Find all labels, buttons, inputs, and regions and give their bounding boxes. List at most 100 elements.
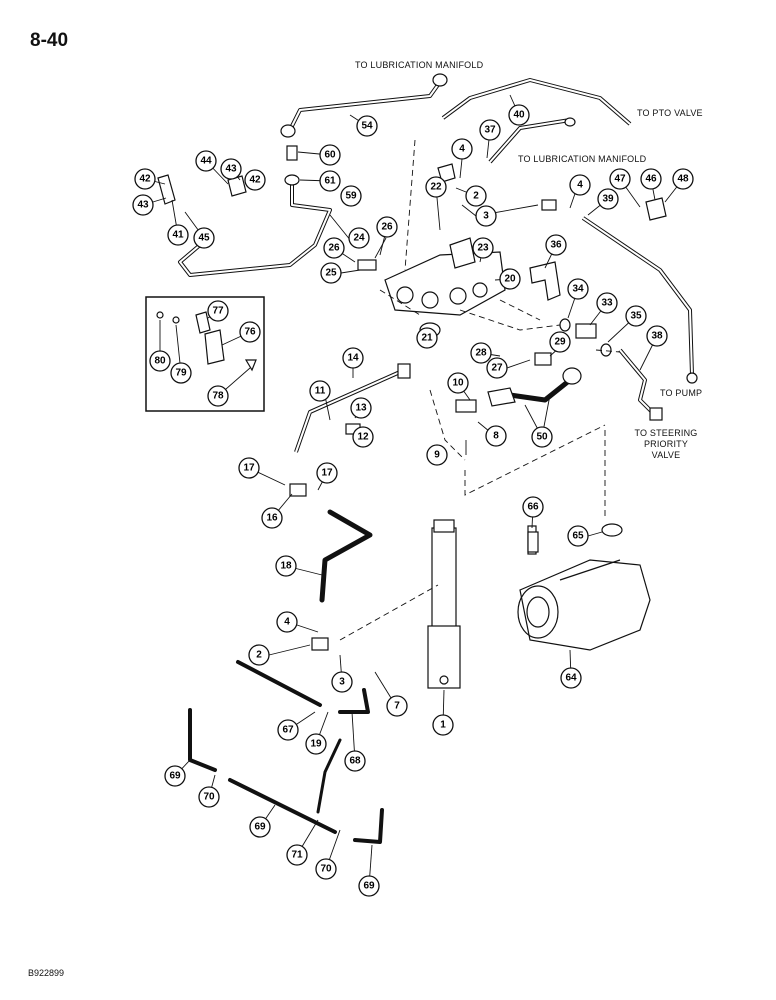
callout-46: 46 <box>640 168 662 190</box>
callout-54: 54 <box>356 115 378 137</box>
svg-text:36: 36 <box>550 240 562 251</box>
callout-42: 42 <box>134 168 156 190</box>
svg-text:3: 3 <box>483 211 489 222</box>
svg-text:9: 9 <box>434 450 440 461</box>
svg-text:44: 44 <box>200 156 212 167</box>
svg-text:29: 29 <box>554 337 566 348</box>
svg-text:10: 10 <box>452 378 464 389</box>
callout-48: 48 <box>672 168 694 190</box>
svg-text:19: 19 <box>310 739 322 750</box>
svg-text:11: 11 <box>315 386 326 397</box>
svg-text:41: 41 <box>172 230 184 241</box>
callout-2: 2 <box>465 185 487 207</box>
callout-65: 65 <box>567 525 589 547</box>
callout-34: 34 <box>567 278 589 300</box>
svg-text:26: 26 <box>381 222 393 233</box>
svg-text:69: 69 <box>169 771 181 782</box>
svg-text:12: 12 <box>357 432 369 443</box>
callout-69: 69 <box>164 765 186 787</box>
callout-68: 68 <box>344 750 366 772</box>
line-67 <box>236 660 322 707</box>
callout-39: 39 <box>597 188 619 210</box>
callout-47: 47 <box>609 168 631 190</box>
tube-39 <box>581 216 698 384</box>
callout-43: 43 <box>220 158 242 180</box>
callout-12: 12 <box>352 426 374 448</box>
svg-text:78: 78 <box>212 391 224 402</box>
svg-text:2: 2 <box>473 191 479 202</box>
label-to-pto-valve: TO PTO VALVE <box>637 108 703 118</box>
callout-33: 33 <box>596 292 618 314</box>
callout-60: 60 <box>319 144 341 166</box>
callout-38: 38 <box>646 325 668 347</box>
label-to-steering-priority-valve: TO STEERING PRIORITY VALVE <box>634 428 698 460</box>
svg-text:35: 35 <box>630 311 642 322</box>
svg-text:18: 18 <box>280 561 292 572</box>
svg-text:43: 43 <box>137 200 149 211</box>
callout-3: 3 <box>475 205 497 227</box>
callout-18: 18 <box>275 555 297 577</box>
svg-text:76: 76 <box>244 327 256 338</box>
svg-text:59: 59 <box>345 191 357 202</box>
tube-37 <box>488 117 576 164</box>
svg-text:69: 69 <box>363 881 375 892</box>
svg-text:69: 69 <box>254 822 266 833</box>
page-number: 8-40 <box>30 30 69 51</box>
leader-lines <box>142 94 684 887</box>
callout-23: 23 <box>472 237 494 259</box>
guide-lines <box>339 139 621 641</box>
svg-text:13: 13 <box>355 403 367 414</box>
svg-text:42: 42 <box>139 174 151 185</box>
svg-text:16: 16 <box>266 513 278 524</box>
callout-69: 69 <box>358 875 380 897</box>
svg-text:68: 68 <box>349 756 361 767</box>
callout-17: 17 <box>238 457 260 479</box>
callout-11: 11 <box>309 380 331 402</box>
callout-17: 17 <box>316 462 338 484</box>
callout-8: 8 <box>485 425 507 447</box>
callout-37: 37 <box>479 119 501 141</box>
callout-4: 4 <box>451 138 473 160</box>
hose-50 <box>487 367 582 407</box>
svg-text:4: 4 <box>459 144 465 155</box>
callout-44: 44 <box>195 150 217 172</box>
callout-24: 24 <box>348 227 370 249</box>
label-to-lubrication-manifold-top: TO LUBRICATION MANIFOLD <box>355 60 484 70</box>
svg-text:61: 61 <box>324 176 336 187</box>
line-69 <box>188 708 384 844</box>
svg-text:8: 8 <box>493 431 499 442</box>
label-to-pump: TO PUMP <box>660 388 703 398</box>
callout-45: 45 <box>193 227 215 249</box>
svg-text:37: 37 <box>484 125 496 136</box>
svg-text:3: 3 <box>339 677 345 688</box>
label-to-lubrication-manifold-mid: TO LUBRICATION MANIFOLD <box>518 154 647 164</box>
svg-text:2: 2 <box>256 650 262 661</box>
svg-text:64: 64 <box>565 673 577 684</box>
bracket-36 <box>529 261 561 301</box>
svg-text:33: 33 <box>601 298 613 309</box>
svg-text:50: 50 <box>536 432 548 443</box>
line-68 <box>338 688 370 714</box>
svg-text:4: 4 <box>577 180 583 191</box>
svg-text:60: 60 <box>324 150 336 161</box>
svg-text:45: 45 <box>198 233 210 244</box>
svg-text:39: 39 <box>602 194 614 205</box>
callout-35: 35 <box>625 305 647 327</box>
svg-text:7: 7 <box>394 701 400 712</box>
steering-cylinder <box>427 519 461 689</box>
callout-25: 25 <box>320 262 342 284</box>
callout-40: 40 <box>508 104 530 126</box>
svg-text:24: 24 <box>353 233 365 244</box>
svg-text:34: 34 <box>572 284 584 295</box>
svg-text:22: 22 <box>430 182 442 193</box>
callout-80: 80 <box>149 350 171 372</box>
document-code: B922899 <box>28 968 65 978</box>
callout-76: 76 <box>239 321 261 343</box>
callout-22: 22 <box>425 176 447 198</box>
tube-59 <box>178 185 332 277</box>
callout-79: 79 <box>170 362 192 384</box>
svg-text:38: 38 <box>651 331 663 342</box>
svg-text:47: 47 <box>614 174 626 185</box>
callout-9: 9 <box>426 444 448 466</box>
